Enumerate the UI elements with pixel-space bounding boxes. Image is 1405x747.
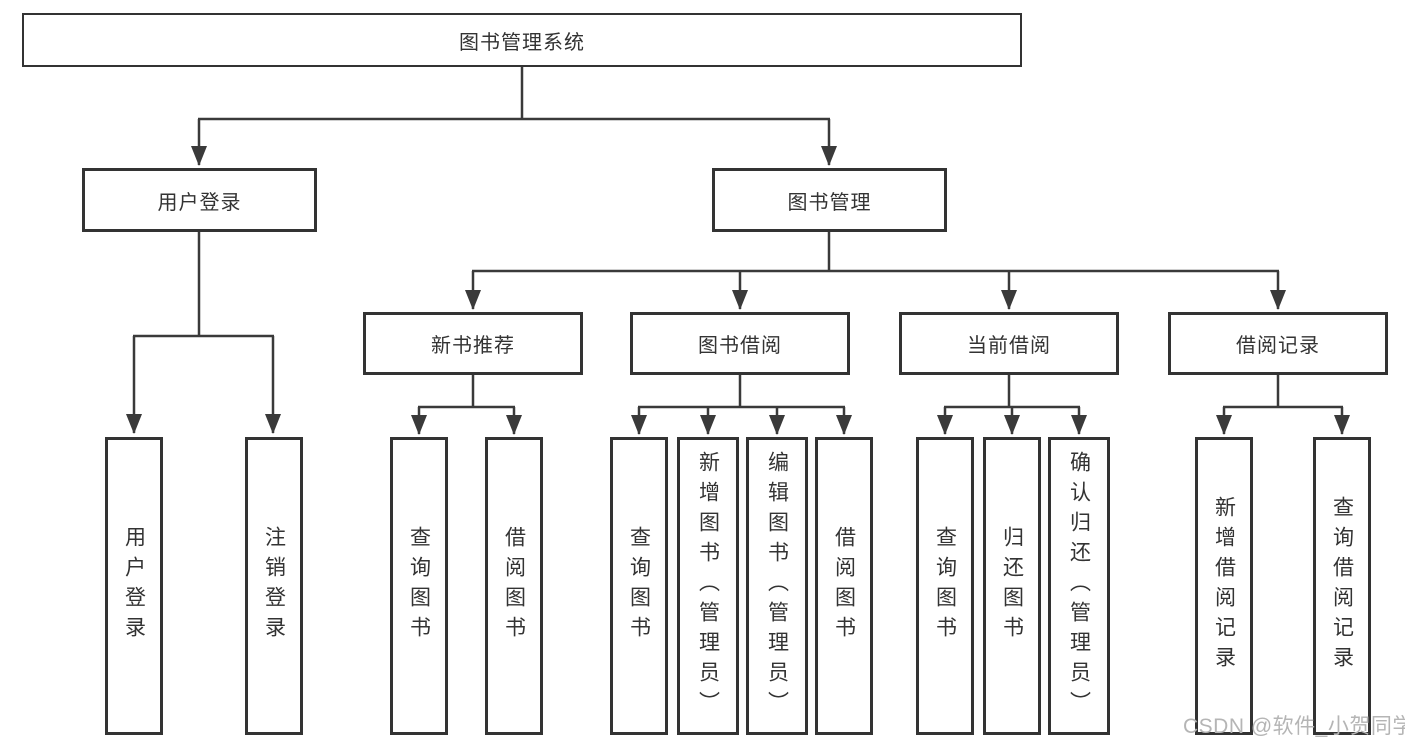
leaf-recommend-borrow-books-label: 借阅图书 xyxy=(502,526,526,646)
node-borrowing-records-label: 借阅记录 xyxy=(1236,335,1320,357)
node-book-management: 图书管理 xyxy=(712,168,947,232)
leaf-current-return-books-label: 归还图书 xyxy=(1000,526,1024,646)
leaf-borrowing-query-books: 查询图书 xyxy=(610,437,668,735)
leaf-current-confirm-return-admin-label: 确认归还（管理员） xyxy=(1067,451,1091,721)
node-borrowing-records: 借阅记录 xyxy=(1168,312,1388,375)
csdn-watermark: CSDN @软件_小贺同学 xyxy=(1183,715,1405,738)
leaf-records-query-record-label: 查询借阅记录 xyxy=(1330,496,1354,676)
leaf-borrowing-edit-books-admin: 编辑图书（管理员） xyxy=(746,437,808,735)
leaf-current-query-books: 查询图书 xyxy=(916,437,974,735)
node-library-system: 图书管理系统 xyxy=(22,13,1022,67)
leaf-borrowing-add-books-admin-label: 新增图书（管理员） xyxy=(696,451,720,721)
leaf-borrowing-borrow-books-label: 借阅图书 xyxy=(832,526,856,646)
leaf-recommend-query-books-label: 查询图书 xyxy=(407,526,431,646)
leaf-recommend-query-books: 查询图书 xyxy=(390,437,448,735)
node-book-borrowing-label: 图书借阅 xyxy=(698,335,782,357)
node-book-management-label: 图书管理 xyxy=(787,191,872,214)
leaf-records-add-record: 新增借阅记录 xyxy=(1195,437,1253,735)
node-user-login: 用户登录 xyxy=(82,168,317,232)
leaf-borrowing-edit-books-admin-label: 编辑图书（管理员） xyxy=(765,451,789,721)
node-library-system-label: 图书管理系统 xyxy=(459,31,585,54)
node-current-borrowing: 当前借阅 xyxy=(899,312,1119,375)
leaf-borrowing-borrow-books: 借阅图书 xyxy=(815,437,873,735)
node-new-book-recommend-label: 新书推荐 xyxy=(431,335,515,357)
node-current-borrowing-label: 当前借阅 xyxy=(967,335,1051,357)
leaf-user-login: 用户登录 xyxy=(105,437,163,735)
node-book-borrowing: 图书借阅 xyxy=(630,312,850,375)
leaf-logout: 注销登录 xyxy=(245,437,303,735)
leaf-current-query-books-label: 查询图书 xyxy=(933,526,957,646)
leaf-borrowing-add-books-admin: 新增图书（管理员） xyxy=(677,437,739,735)
leaf-recommend-borrow-books: 借阅图书 xyxy=(485,437,543,735)
leaf-user-login-label: 用户登录 xyxy=(122,526,146,646)
node-new-book-recommend: 新书推荐 xyxy=(363,312,583,375)
leaf-records-add-record-label: 新增借阅记录 xyxy=(1212,496,1236,676)
leaf-logout-label: 注销登录 xyxy=(262,526,286,646)
leaf-records-query-record: 查询借阅记录 xyxy=(1313,437,1371,735)
leaf-borrowing-query-books-label: 查询图书 xyxy=(627,526,651,646)
leaf-current-return-books: 归还图书 xyxy=(983,437,1041,735)
node-user-login-label: 用户登录 xyxy=(157,191,242,214)
leaf-current-confirm-return-admin: 确认归还（管理员） xyxy=(1048,437,1110,735)
